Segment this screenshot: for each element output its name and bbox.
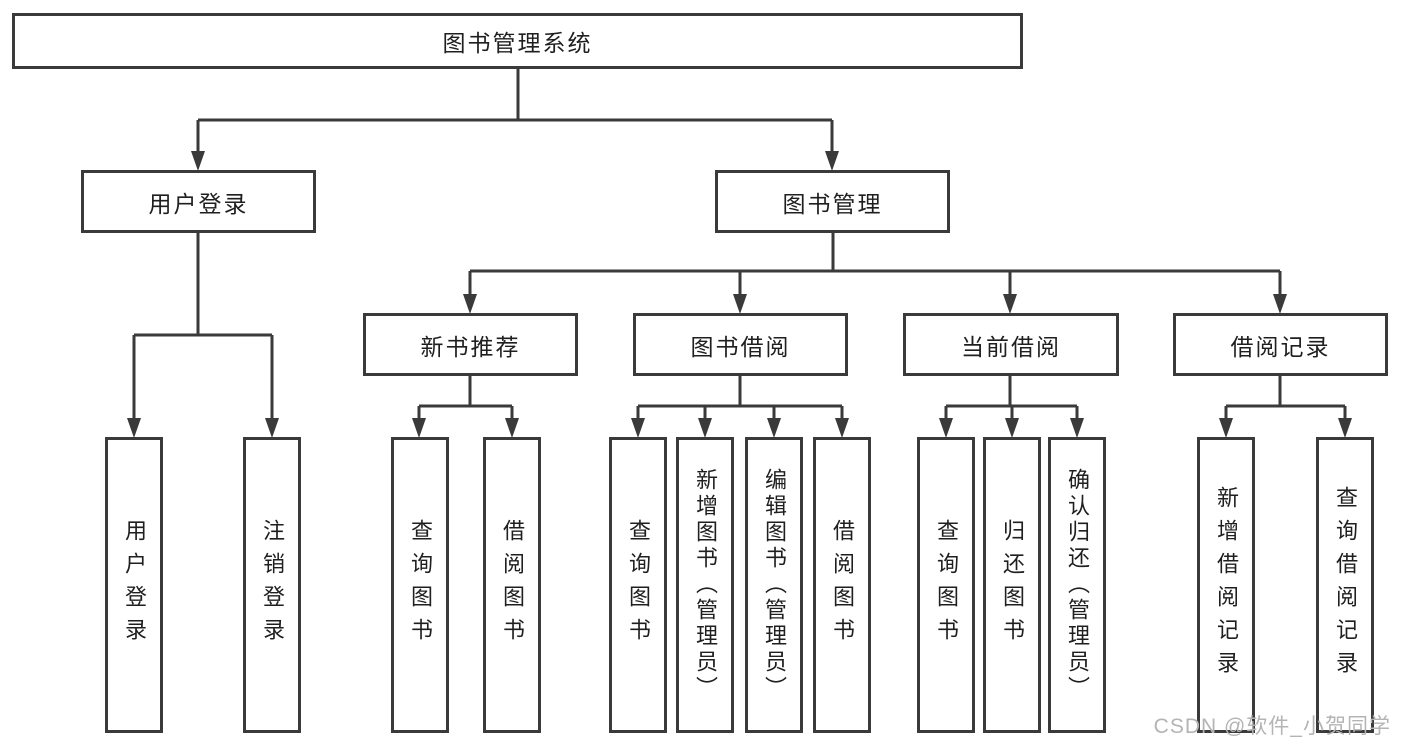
leaf-add-books-admin: 新增图书（管理员） bbox=[676, 437, 734, 733]
node-book-management: 图书管理 bbox=[715, 170, 950, 233]
node-new-book-recommendation: 新书推荐 bbox=[363, 313, 578, 376]
node-book-borrowing: 图书借阅 bbox=[633, 313, 848, 376]
leaf-add-borrow-record: 新增借阅记录 bbox=[1197, 437, 1255, 733]
leaf-query-books-recommend: 查询图书 bbox=[391, 437, 449, 733]
leaf-borrow-books-recommend: 借阅图书 bbox=[483, 437, 541, 733]
node-borrowing-records: 借阅记录 bbox=[1173, 313, 1388, 376]
leaf-query-books-current: 查询图书 bbox=[917, 437, 975, 733]
node-library-management-system: 图书管理系统 bbox=[12, 13, 1023, 69]
leaf-borrow-books: 借阅图书 bbox=[813, 437, 871, 733]
leaf-user-login: 用户登录 bbox=[105, 437, 163, 733]
csdn-watermark: CSDN @软件_小贺同学 bbox=[1153, 715, 1391, 738]
leaf-edit-books-admin: 编辑图书（管理员） bbox=[745, 437, 803, 733]
leaf-query-books-borrow: 查询图书 bbox=[609, 437, 667, 733]
leaf-logout: 注销登录 bbox=[243, 437, 301, 733]
node-user-login: 用户登录 bbox=[81, 170, 316, 233]
leaf-confirm-return-admin: 确认归还（管理员） bbox=[1048, 437, 1106, 733]
leaf-query-borrow-record: 查询借阅记录 bbox=[1316, 437, 1374, 733]
leaf-return-books: 归还图书 bbox=[983, 437, 1041, 733]
node-current-borrowing: 当前借阅 bbox=[903, 313, 1119, 376]
